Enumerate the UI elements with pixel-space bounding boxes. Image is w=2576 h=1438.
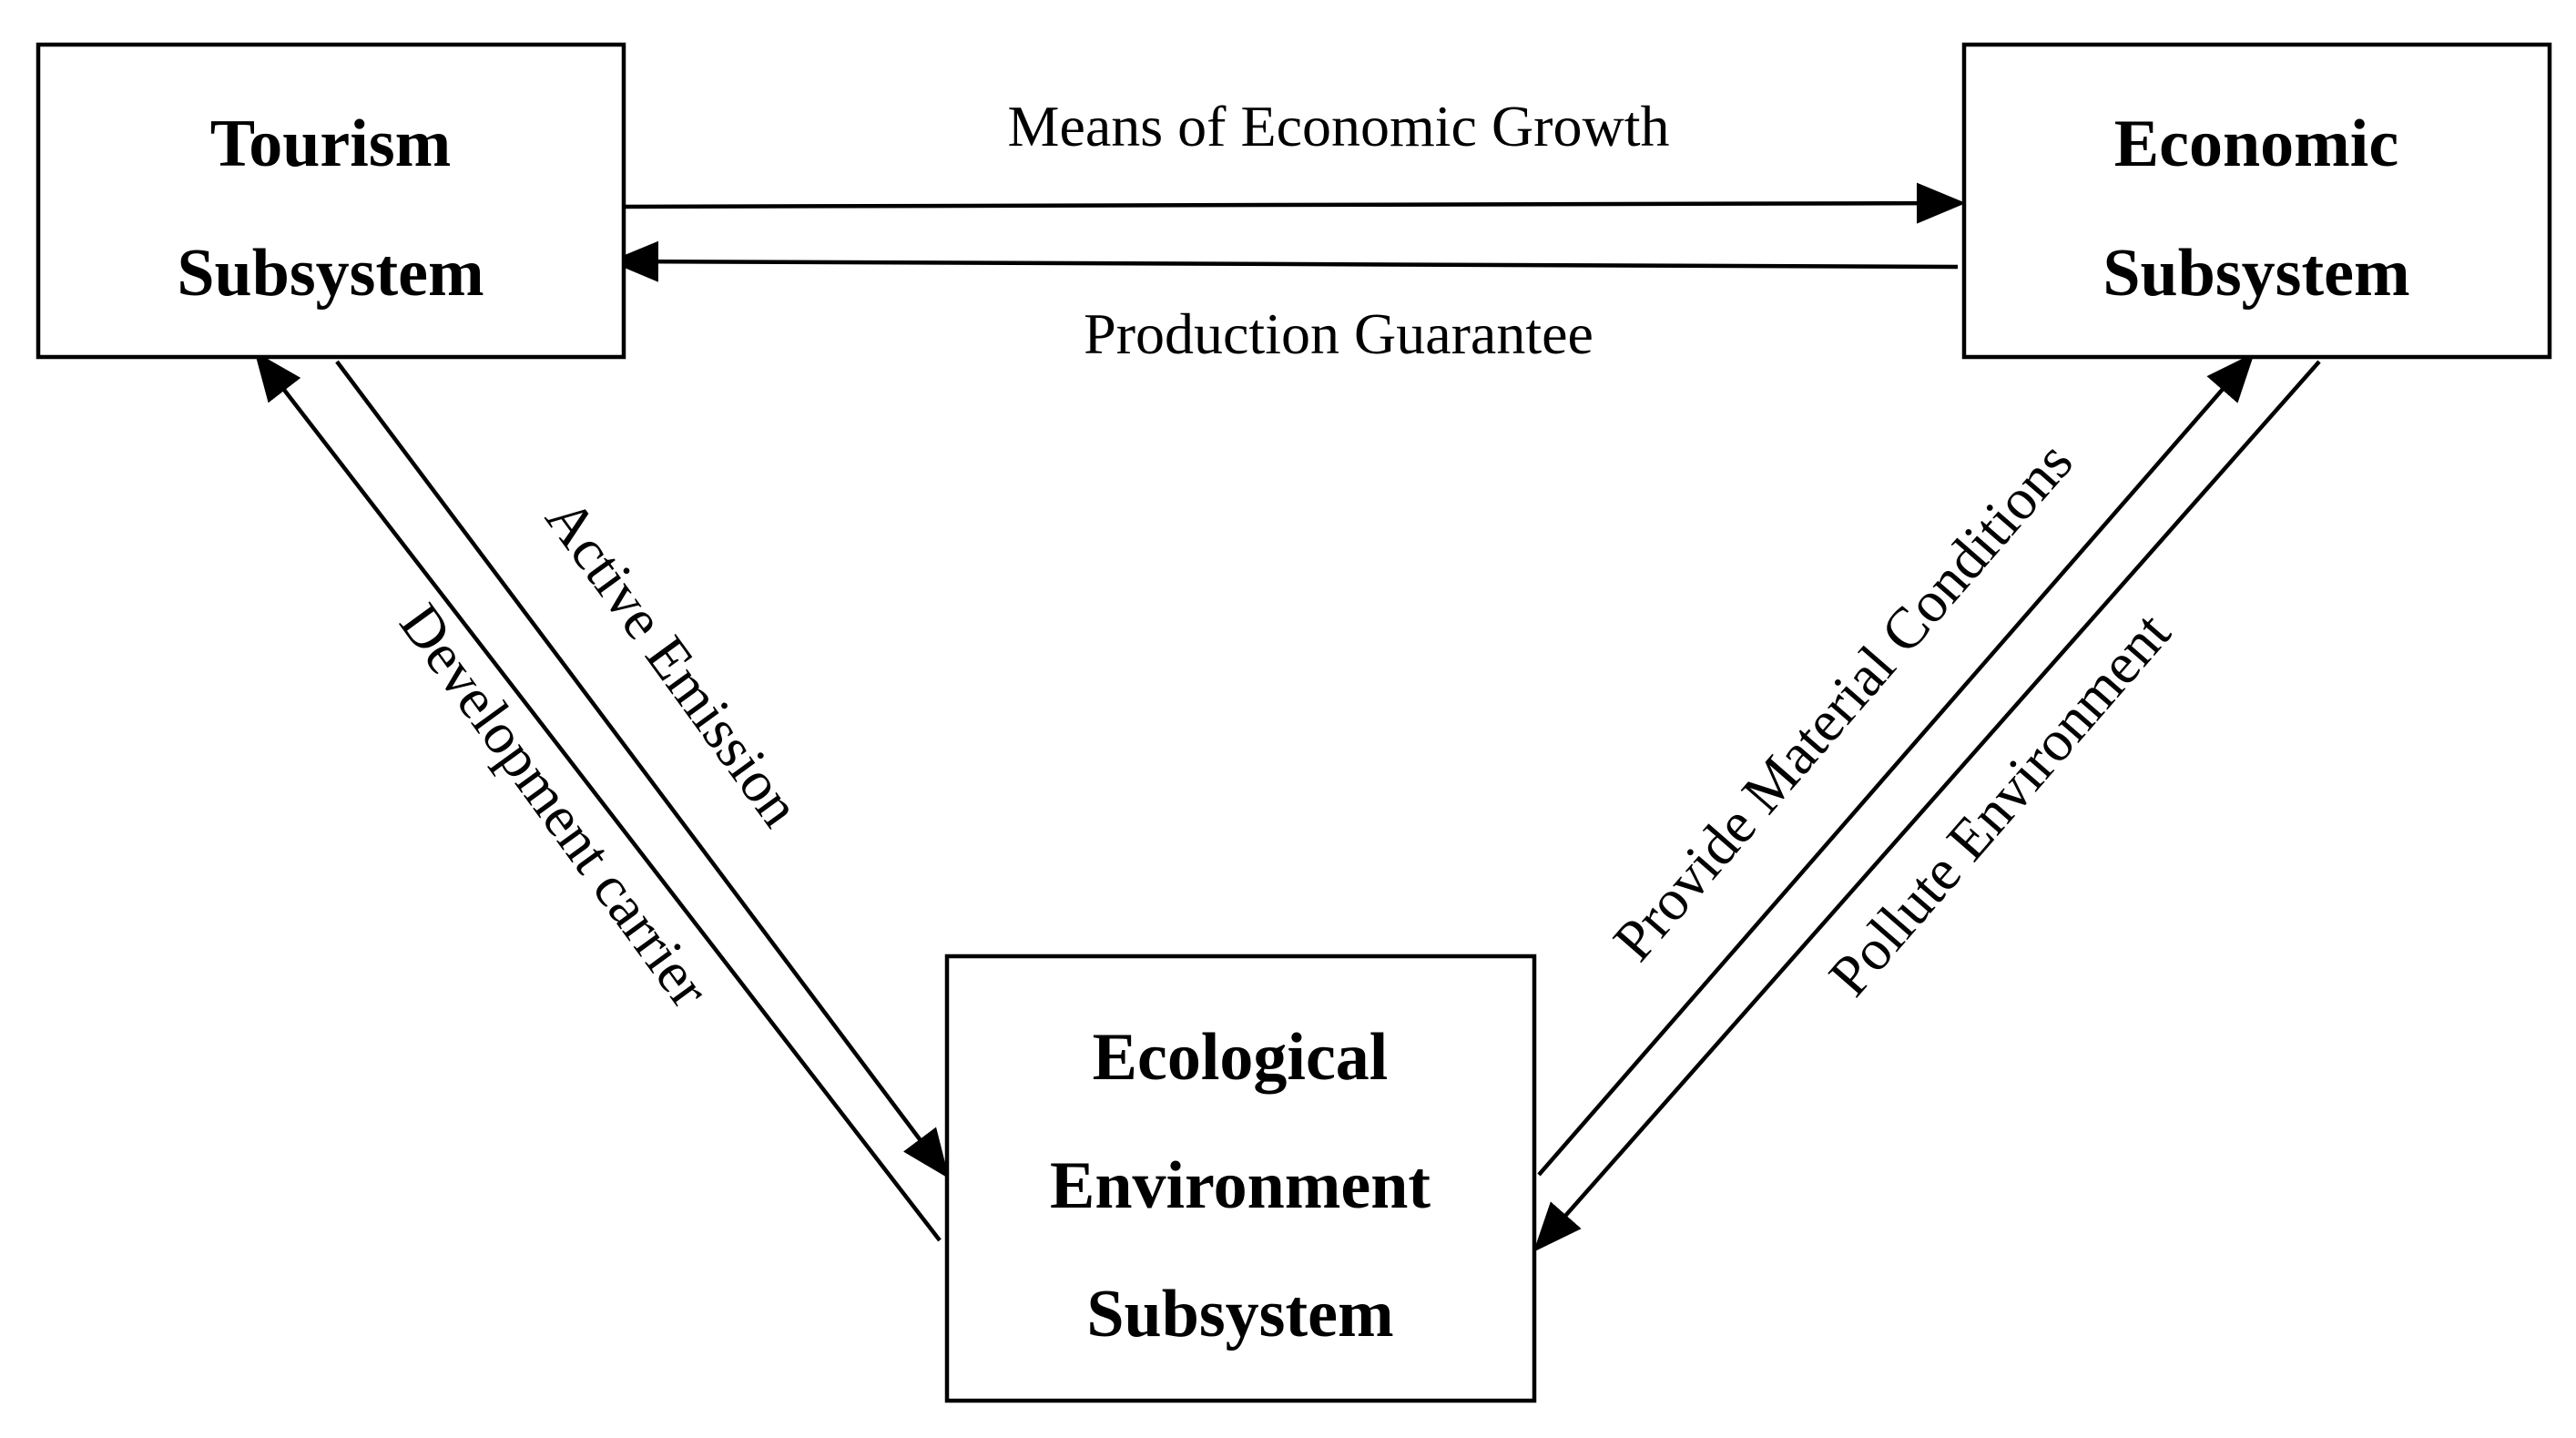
tourism-subsystem-box: Tourism Subsystem <box>36 42 626 360</box>
arrow-tourism-to-economic <box>616 182 1966 224</box>
arrow-economic-to-tourism <box>609 240 1959 282</box>
arrow-tourism-to-ecological <box>335 360 950 1179</box>
label-means-of-economic-growth: Means of Economic Growth <box>1008 94 1670 158</box>
ecological-label-line-1: Ecological <box>1093 1020 1389 1095</box>
tourism-label-line-1: Tourism <box>210 107 452 181</box>
arrow-ecological-to-economic <box>1537 352 2255 1177</box>
ecological-environment-subsystem-box: Ecological Environment Subsystem <box>944 954 1537 1403</box>
label-provide-material-conditions: Provide Material Conditions <box>1601 430 2085 974</box>
tourism-label-line-2: Subsystem <box>177 236 484 311</box>
economic-subsystem-box: Economic Subsystem <box>1961 42 2552 360</box>
ecological-label-line-3: Subsystem <box>1086 1277 1393 1351</box>
label-production-guarantee: Production Guarantee <box>1084 301 1593 366</box>
ecological-label-line-2: Environment <box>1050 1148 1431 1223</box>
economic-label-line-1: Economic <box>2114 107 2398 181</box>
arrow-ecological-to-tourism <box>254 351 942 1242</box>
economic-label-line-2: Subsystem <box>2103 236 2409 311</box>
arrow-economic-to-ecological <box>1533 360 2321 1252</box>
